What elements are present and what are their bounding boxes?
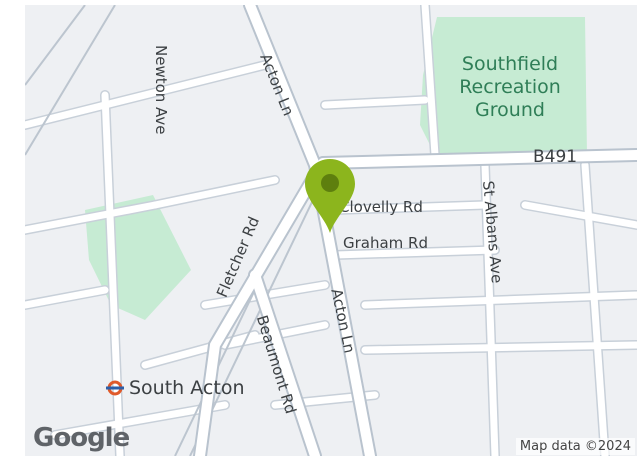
station-south-acton[interactable]: South Acton	[105, 377, 244, 399]
park-label-line1: Southfield	[461, 53, 559, 75]
underground-roundel-icon	[106, 380, 124, 396]
southfield-park	[420, 17, 587, 155]
map-attribution[interactable]: Map data ©2024	[515, 438, 635, 455]
map-pin-icon	[305, 159, 355, 233]
route-b491-label: B491	[533, 147, 578, 167]
park-label-line3: Ground	[475, 99, 545, 121]
street-label-newton-ave: Newton Ave	[152, 45, 170, 135]
map-view[interactable]: Southfield Recreation Ground B491 Acton …	[25, 5, 637, 456]
google-logo: Google	[33, 423, 130, 453]
street-label-clovelly-rd: Clovelly Rd	[339, 198, 423, 216]
park-label-line2: Recreation	[459, 76, 561, 98]
location-marker[interactable]	[303, 157, 357, 239]
map-base-layer	[25, 5, 637, 456]
station-name: South Acton	[129, 377, 245, 399]
street-label-graham-rd: Graham Rd	[343, 234, 429, 252]
park-label: Southfield Recreation Ground	[430, 53, 590, 122]
